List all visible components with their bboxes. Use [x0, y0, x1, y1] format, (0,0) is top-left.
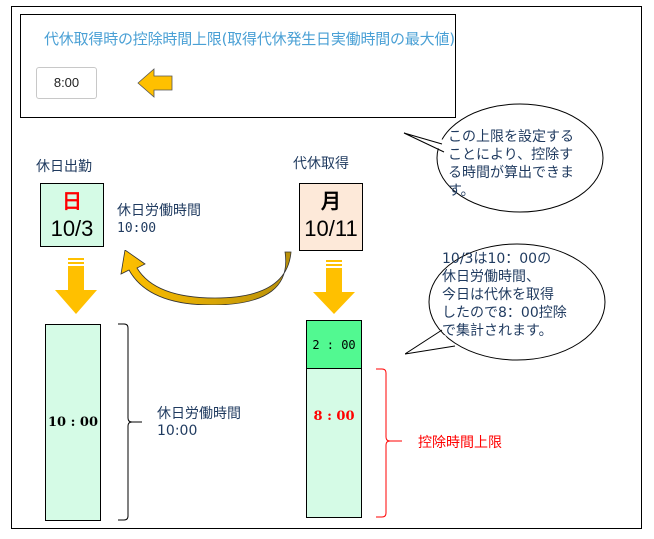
holiday-bracket-label: 休日労働時間 10:00 [157, 406, 241, 440]
hours-value: 10:00 [117, 221, 157, 236]
callout-top-text: この上限を設定する ことにより、控除す る時間が算出できま す。 [448, 128, 574, 200]
deduction-limit-label: 控除時間上限 [418, 435, 502, 451]
callout-line: ことにより、控除す [448, 147, 574, 163]
callout-line: この上限を設定する [448, 129, 574, 145]
deducted-hours-value: 8 : 00 [313, 409, 355, 424]
setting-panel [20, 14, 456, 118]
deducted-hours-bar: 8 : 00 [306, 368, 362, 518]
holiday-bracket [118, 323, 142, 521]
holiday-work-heading: 休日出勤 [36, 159, 92, 175]
callout-line: 今日は代休を取得 [442, 287, 554, 303]
callout-line: 休日労働時間、 [442, 269, 540, 285]
arrow-down-icon [55, 258, 97, 314]
holiday-day-box: 日 10/3 [40, 183, 104, 247]
callout-line: 10/3は10：00の [442, 251, 552, 267]
arrow-left-icon [137, 68, 173, 98]
leave-heading: 代休取得 [293, 156, 349, 172]
bracket-value: 10:00 [157, 423, 198, 439]
callout-line: る時間が算出できま [448, 165, 574, 181]
hours-label: 休日労働時間 [117, 203, 201, 219]
callout-bottom-text: 10/3は10：00の 休日労働時間、 今日は代休を取得 したので8：00控除 … [442, 250, 567, 340]
holiday-bar-value: 10 : 00 [47, 415, 99, 430]
bracket-label: 休日労働時間 [157, 406, 241, 422]
deduction-limit-input[interactable]: 8:00 [36, 67, 97, 99]
callout-bubble-bottom [405, 243, 606, 361]
deduction-bracket [376, 368, 402, 518]
callout-line: で集計されます。 [442, 323, 553, 339]
holiday-hours-label: 休日労働時間 10:00 [117, 203, 201, 237]
arrow-down-icon [313, 260, 355, 314]
callout-bubble-top [403, 103, 604, 213]
setting-title: 代休取得時の控除時間上限(取得代休発生日実働時間の最大値) [44, 30, 455, 48]
remaining-hours-bar: 2 : 00 [306, 320, 362, 369]
holiday-work-bar: 10 : 00 [45, 324, 101, 521]
leave-day-of-week: 月 [321, 189, 341, 213]
callout-line: したので8：00控除 [442, 305, 567, 321]
remaining-hours-value: 2 : 00 [312, 337, 356, 352]
holiday-day-of-week: 日 [62, 189, 82, 213]
holiday-date: 10/3 [50, 216, 94, 241]
callout-line: す。 [448, 183, 475, 199]
curved-arrow-icon [120, 250, 292, 305]
leave-date: 10/11 [304, 216, 358, 241]
diagram-frame [11, 6, 642, 529]
leave-day-box: 月 10/11 [299, 183, 363, 251]
